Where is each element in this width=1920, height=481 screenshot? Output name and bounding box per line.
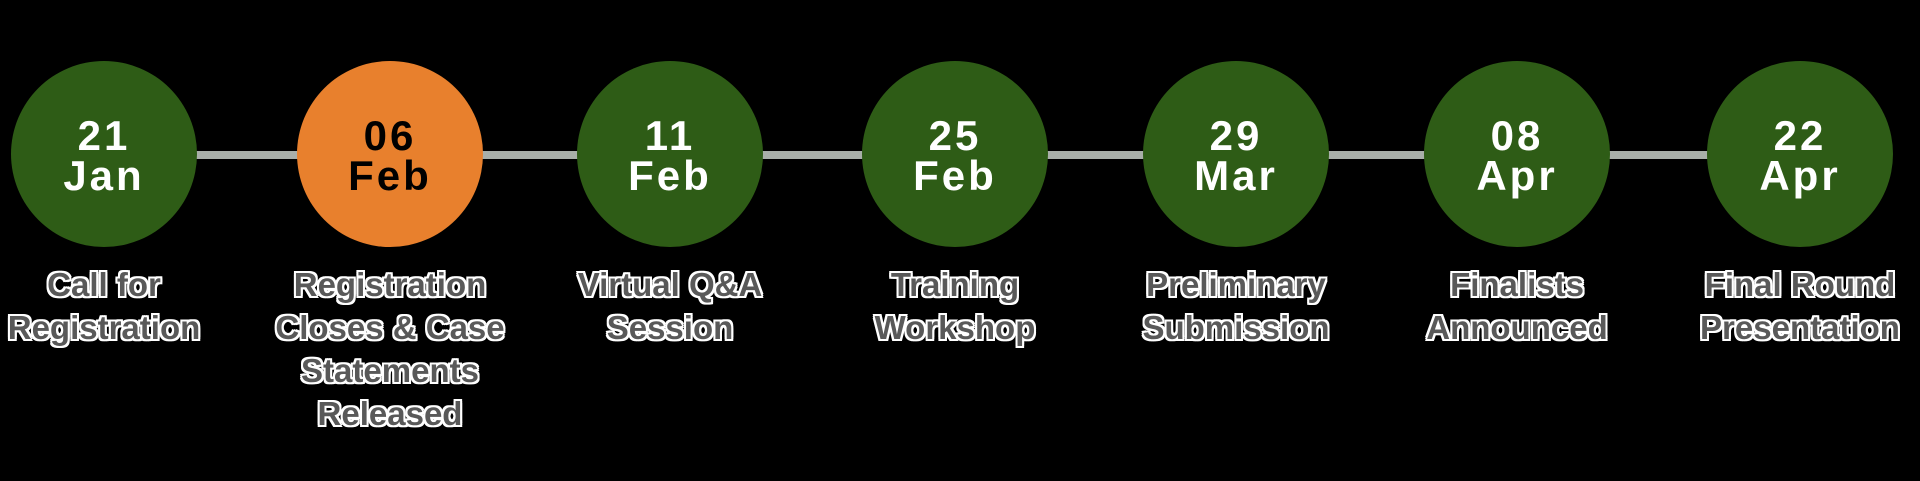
milestone-node-registration-closes: 06 Feb Registration Closes & Case Statem… (230, 61, 550, 435)
milestone-label: Registration Closes & Case Statements Re… (275, 266, 505, 432)
milestone-node-finalists-announced: 08 Apr Finalists Announced (1357, 61, 1677, 349)
milestone-label: Final Round Presentation (1700, 266, 1900, 346)
milestone-node-call-for-registration: 21 Jan Call for Registration (0, 61, 264, 349)
milestone-month: Jan (63, 152, 145, 199)
milestone-day: 06 (363, 112, 417, 159)
milestone-circle: 29 Mar (1143, 61, 1329, 247)
milestone-circle: 08 Apr (1424, 61, 1610, 247)
milestone-day: 21 (77, 112, 131, 159)
milestone-node-final-round: 22 Apr Final Round Presentation (1640, 61, 1920, 349)
milestone-month: Mar (1194, 152, 1278, 199)
milestone-day: 11 (644, 112, 696, 159)
milestone-month: Feb (348, 152, 432, 199)
milestone-node-virtual-qa: 11 Feb Virtual Q&A Session (510, 61, 830, 349)
milestone-day: 08 (1490, 112, 1544, 159)
milestone-label: Call for Registration (7, 266, 201, 346)
milestone-circle: 21 Jan (11, 61, 197, 247)
milestone-circle: 22 Apr (1707, 61, 1893, 247)
milestone-label: Virtual Q&A Session (577, 266, 763, 346)
milestone-day: 25 (928, 112, 982, 159)
milestone-month: Apr (1476, 152, 1558, 199)
milestone-month: Feb (628, 152, 712, 199)
milestone-day: 22 (1773, 112, 1827, 159)
milestone-day: 29 (1209, 112, 1263, 159)
milestone-month: Feb (913, 152, 997, 199)
milestone-node-preliminary-submission: 29 Mar Preliminary Submission (1076, 61, 1396, 349)
milestone-month: Apr (1759, 152, 1841, 199)
milestone-circle: 11 Feb (577, 61, 763, 247)
milestone-circle-highlighted: 06 Feb (297, 61, 483, 247)
milestone-label: Training Workshop (874, 266, 1036, 346)
milestone-label: Finalists Announced (1426, 266, 1608, 346)
milestone-node-training-workshop: 25 Feb Training Workshop (795, 61, 1115, 349)
milestone-label: Preliminary Submission (1142, 266, 1330, 346)
milestone-circle: 25 Feb (862, 61, 1048, 247)
